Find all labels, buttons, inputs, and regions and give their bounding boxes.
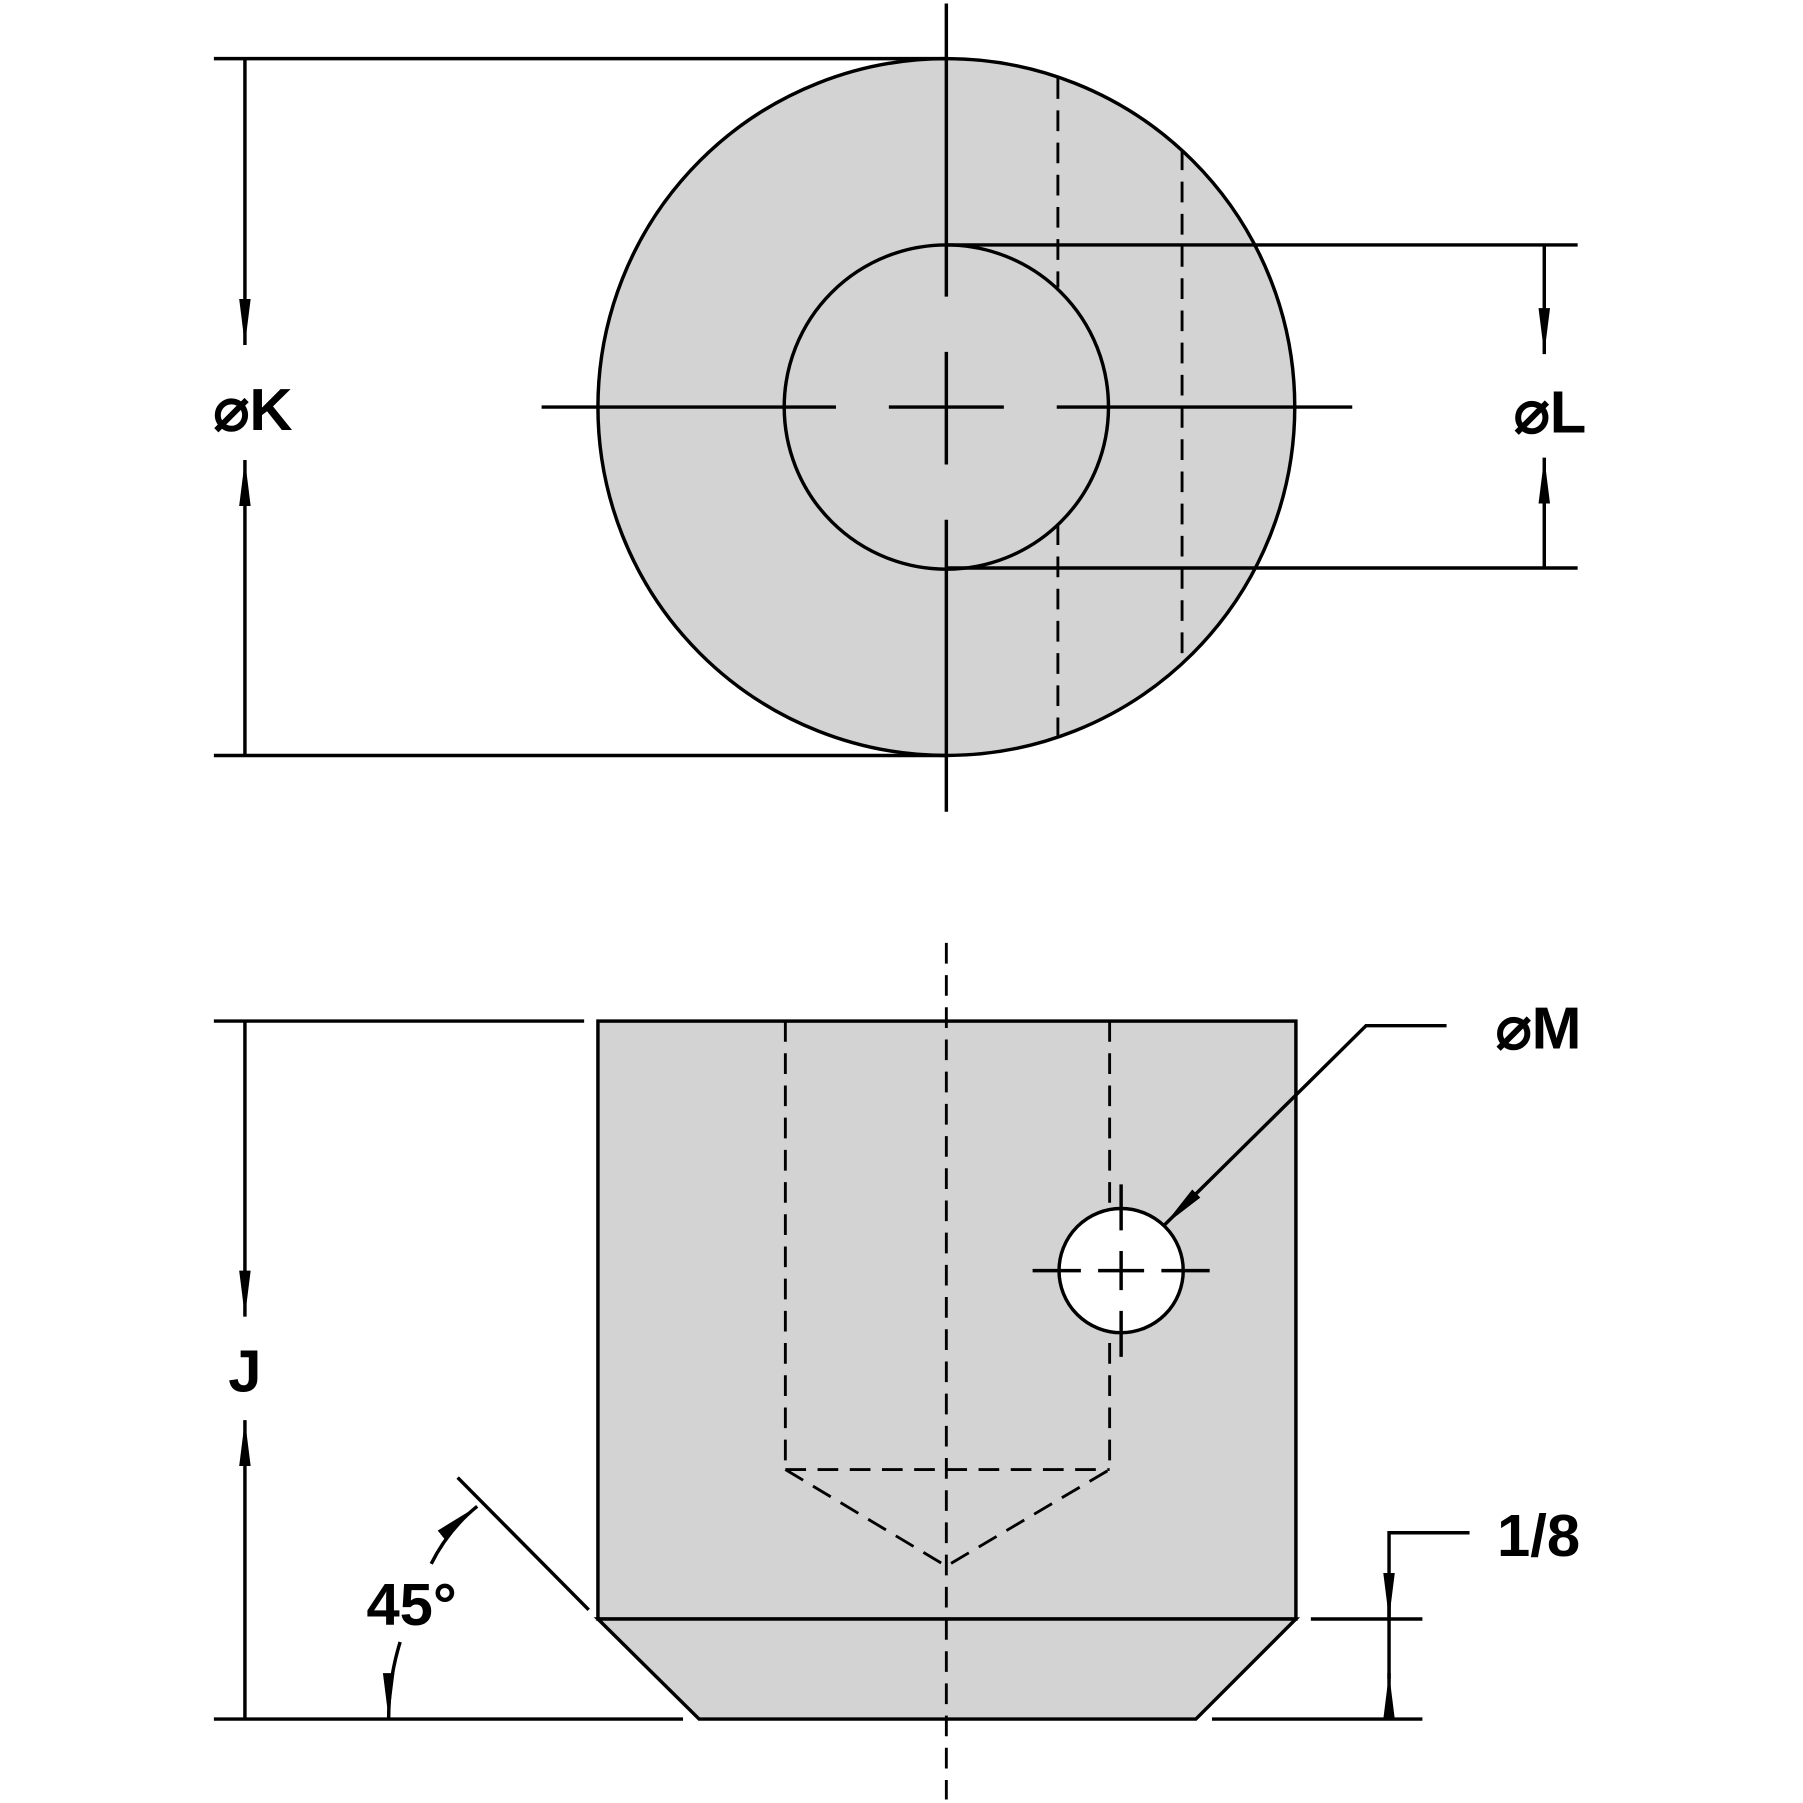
chamfer-height-label: 1/8 xyxy=(1497,1502,1580,1569)
dimension-m-label: ⌀M xyxy=(1496,995,1582,1062)
angle-arc-upper xyxy=(429,1504,479,1565)
dimension-k-extensions xyxy=(213,56,947,758)
side-view: ⌀M J 1/8 45° xyxy=(213,942,1582,1800)
dimension-j-extensions xyxy=(213,1019,684,1721)
angle-extension xyxy=(456,1476,590,1612)
top-view: ⌀K ⌀L xyxy=(213,3,1587,812)
dimension-l-label: ⌀L xyxy=(1514,378,1587,445)
dimension-j-label: J xyxy=(228,1337,261,1404)
dimension-k-label: ⌀K xyxy=(213,376,292,443)
centerlines xyxy=(541,3,1353,812)
chamfer-height-leader xyxy=(1387,1531,1470,1679)
angle-arc-lower xyxy=(382,1641,402,1720)
cross-hole-centerlines xyxy=(1032,1184,1210,1357)
dimension-m-leader xyxy=(1162,1023,1447,1227)
dimension-l-extensions xyxy=(946,243,1578,570)
chamfer-angle-label: 45° xyxy=(366,1571,456,1638)
